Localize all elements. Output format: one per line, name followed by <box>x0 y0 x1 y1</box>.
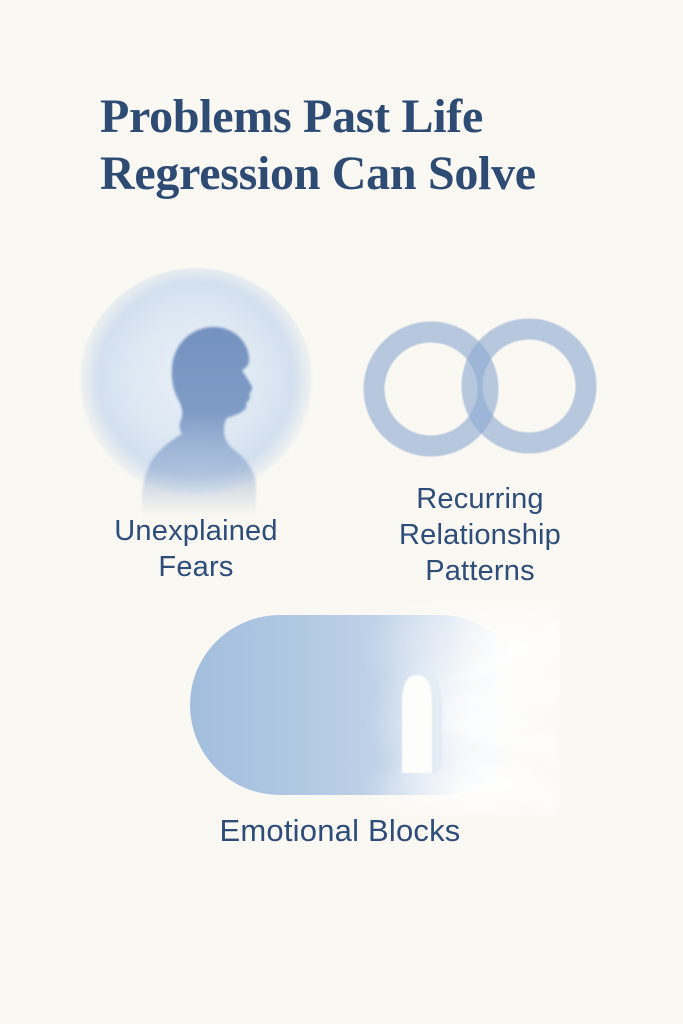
left-ring <box>363 321 499 457</box>
head-profile-halo-icon <box>78 268 314 518</box>
page-title: Problems Past Life Regression Can Solve <box>100 88 536 202</box>
label-recurring-relationship-patterns: Recurring Relationship Patterns <box>320 481 640 589</box>
page-title-line-2: Regression Can Solve <box>100 147 536 200</box>
label-line: Unexplained <box>114 515 278 547</box>
label-line: Fears <box>158 551 234 583</box>
label-line: Relationship <box>399 519 561 551</box>
label-line: Patterns <box>425 555 535 587</box>
page-title-line-1: Problems Past Life <box>100 90 483 143</box>
label-emotional-blocks: Emotional Blocks <box>140 813 540 849</box>
label-line: Emotional Blocks <box>219 813 461 848</box>
door-front-face <box>402 675 432 773</box>
interlocking-rings-icon <box>363 318 597 457</box>
label-line: Recurring <box>416 483 544 515</box>
label-unexplained-fears: Unexplained Fears <box>36 513 356 585</box>
doorway-light-icon <box>190 606 560 816</box>
right-ring <box>461 318 597 454</box>
head-silhouette <box>142 326 256 518</box>
